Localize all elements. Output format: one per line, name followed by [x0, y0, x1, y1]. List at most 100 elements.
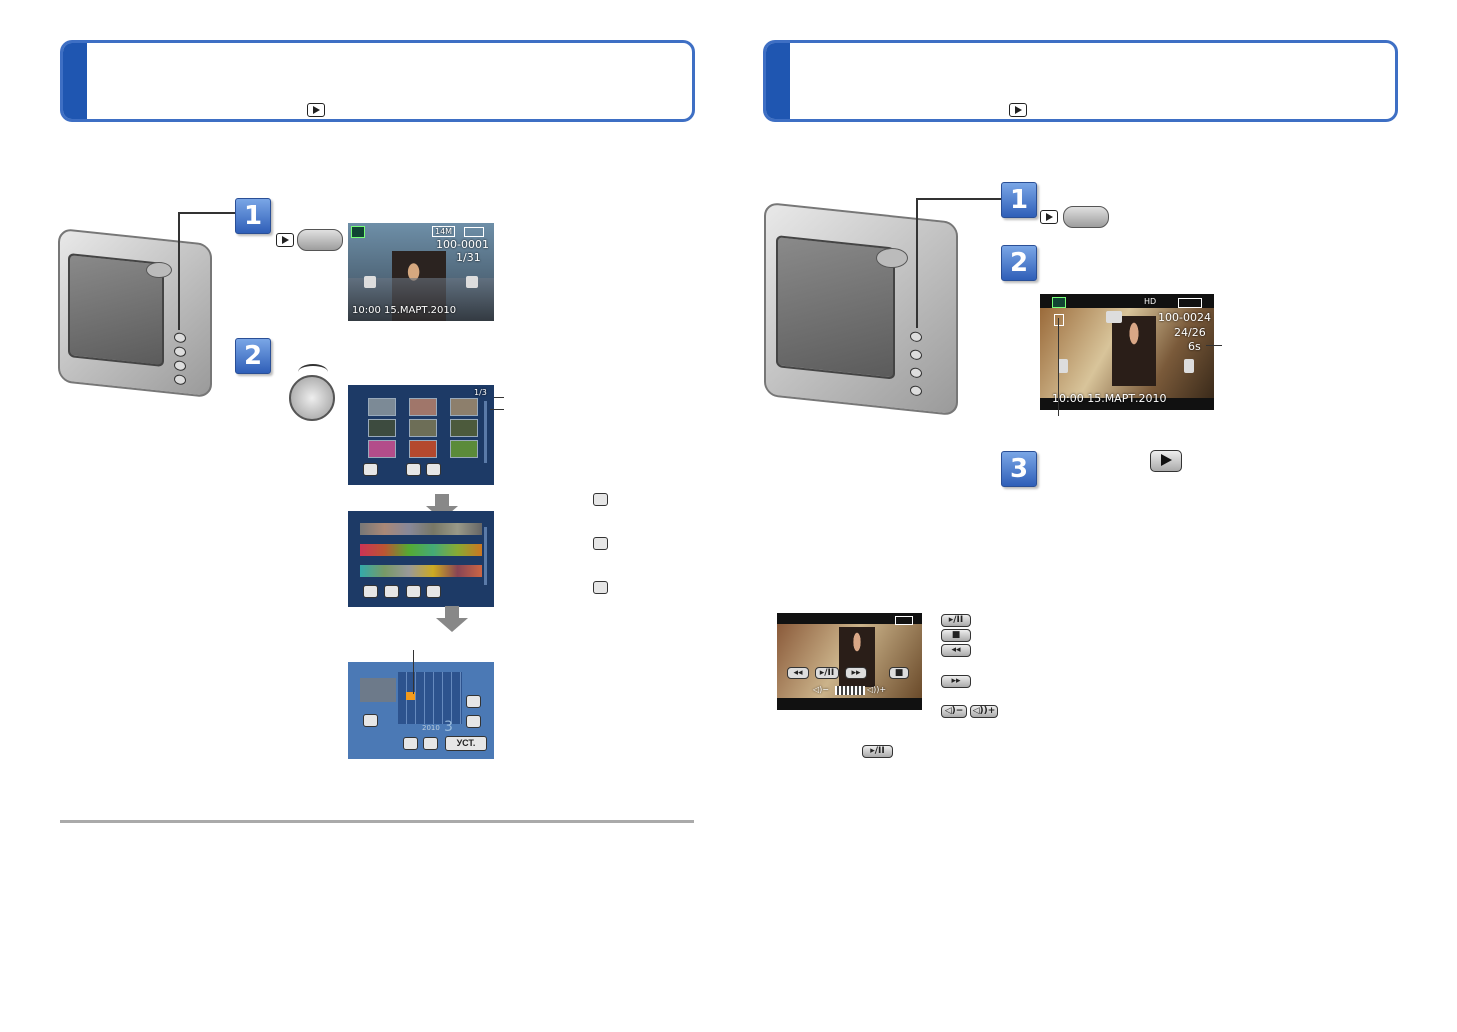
callout-line: [1058, 318, 1059, 416]
date-time: 10:00 15.МАРТ.2010: [1052, 392, 1167, 405]
up-arrow-button[interactable]: [406, 463, 421, 476]
calendar-icon[interactable]: [363, 585, 378, 598]
video-duration: 6s: [1188, 340, 1201, 353]
thumbnail-row: [360, 565, 482, 577]
multi-playback-30-icon: [593, 537, 608, 550]
multi-playback-icon[interactable]: [384, 585, 399, 598]
play-icon: [1040, 210, 1058, 224]
thumbnail[interactable]: [368, 398, 396, 416]
play-button-icon: [1150, 450, 1182, 472]
play-icon: [276, 233, 294, 247]
camera-button[interactable]: [910, 349, 922, 361]
camera-button[interactable]: [174, 360, 186, 372]
volume-up-icon: ◁))+: [970, 705, 998, 718]
down-arrow-button[interactable]: [466, 715, 481, 728]
calendar-icon: [593, 581, 608, 594]
battery-icon: [1178, 298, 1202, 308]
set-button[interactable]: УСТ.: [445, 736, 487, 751]
right-arrow-button[interactable]: [423, 737, 438, 750]
camera-mode-dial[interactable]: [146, 262, 172, 278]
playback-button[interactable]: [297, 229, 343, 251]
callout-line: [1206, 345, 1222, 346]
thumbnail[interactable]: [450, 419, 478, 437]
play-icon[interactable]: [1106, 311, 1122, 323]
play-pause-icon: ▸/II: [862, 745, 893, 758]
prev-arrow-button[interactable]: [364, 276, 376, 288]
camera-mode-dial[interactable]: [876, 248, 908, 268]
step-1-badge: 1: [1001, 182, 1037, 218]
video-icon: [1054, 314, 1064, 326]
camera-button[interactable]: [174, 346, 186, 358]
rewind-button[interactable]: ◂◂: [787, 667, 809, 679]
frame-number: 1/31: [456, 251, 481, 264]
camera-button[interactable]: [910, 367, 922, 379]
up-arrow-button[interactable]: [466, 695, 481, 708]
callout-line: [916, 198, 1002, 200]
down-arrow-button[interactable]: [426, 585, 441, 598]
camera-button[interactable]: [910, 385, 922, 397]
volume-up-icon[interactable]: ◁))+: [867, 685, 887, 694]
right-header-box: [763, 40, 1398, 122]
zoom-lever-icon[interactable]: [289, 375, 335, 421]
step-2-badge: 2: [235, 338, 271, 374]
thumbnail-row: [360, 544, 482, 556]
fast-forward-button[interactable]: ▸▸: [845, 667, 867, 679]
fast-forward-icon: ▸▸: [941, 675, 971, 688]
thumbnail[interactable]: [450, 440, 478, 458]
stop-icon: ■: [941, 629, 971, 642]
multi-playback-icon[interactable]: [363, 463, 378, 476]
playback-mode-icon: [351, 226, 365, 238]
camera-button[interactable]: [174, 374, 186, 386]
volume-down-icon[interactable]: ◁)−: [813, 685, 829, 694]
callout-line: [490, 409, 504, 410]
thumbnail-row: [360, 523, 482, 535]
quality-label: HD: [1144, 297, 1157, 306]
thumbnail[interactable]: [409, 398, 437, 416]
prev-arrow-button[interactable]: [1058, 359, 1068, 373]
set-button-label: УСТ.: [456, 738, 476, 748]
resolution-label: 14M: [432, 226, 456, 237]
callout-line: [494, 397, 504, 398]
play-icon: [307, 103, 325, 117]
camera-button[interactable]: [174, 332, 186, 344]
thumbnail[interactable]: [409, 440, 437, 458]
callout-line: [178, 212, 180, 330]
playback-button[interactable]: [1063, 206, 1109, 228]
callout-line: [413, 650, 414, 694]
camera-illustration: [58, 227, 212, 399]
thumbnail[interactable]: [368, 440, 396, 458]
section-divider: [60, 820, 694, 823]
up-arrow-button[interactable]: [406, 585, 421, 598]
down-arrow-button[interactable]: [426, 463, 441, 476]
next-arrow-button[interactable]: [1184, 359, 1194, 373]
play-pause-icon: ▸/II: [941, 614, 971, 627]
thumbnail[interactable]: [450, 398, 478, 416]
scrollbar[interactable]: [484, 527, 487, 585]
zoom-arrow-icon: [298, 364, 328, 380]
page-counter: 1/3: [474, 388, 487, 397]
play-icon: [1009, 103, 1027, 117]
camera-illustration: [764, 201, 958, 417]
thumbnail[interactable]: [409, 419, 437, 437]
play-pause-button[interactable]: ▸/II: [815, 667, 839, 679]
scrollbar[interactable]: [484, 401, 487, 463]
next-arrow-button[interactable]: [466, 276, 478, 288]
thumbnail-screen-12: 1/3: [348, 385, 494, 485]
step-3-badge: 3: [1001, 451, 1037, 487]
date-time: 10:00 15.МАРТ.2010: [352, 305, 457, 316]
selected-date[interactable]: [406, 692, 415, 700]
playback-screen: 14M 100-0001 1/31 10:00 15.МАРТ.2010: [348, 223, 494, 321]
header-accent-tab: [766, 43, 790, 119]
volume-bar[interactable]: [835, 686, 865, 695]
down-arrow-icon: [436, 606, 468, 632]
calendar-photo: [360, 678, 396, 702]
camera-button[interactable]: [910, 331, 922, 343]
calendar-month: 3: [444, 719, 453, 735]
thumbnail-screen-30: [348, 511, 494, 607]
thumbnail[interactable]: [368, 419, 396, 437]
stop-button[interactable]: ■: [889, 667, 909, 679]
left-arrow-button[interactable]: [403, 737, 418, 750]
battery-icon: [464, 227, 484, 237]
calendar-mode-icon[interactable]: [363, 714, 378, 727]
callout-line: [178, 212, 238, 214]
